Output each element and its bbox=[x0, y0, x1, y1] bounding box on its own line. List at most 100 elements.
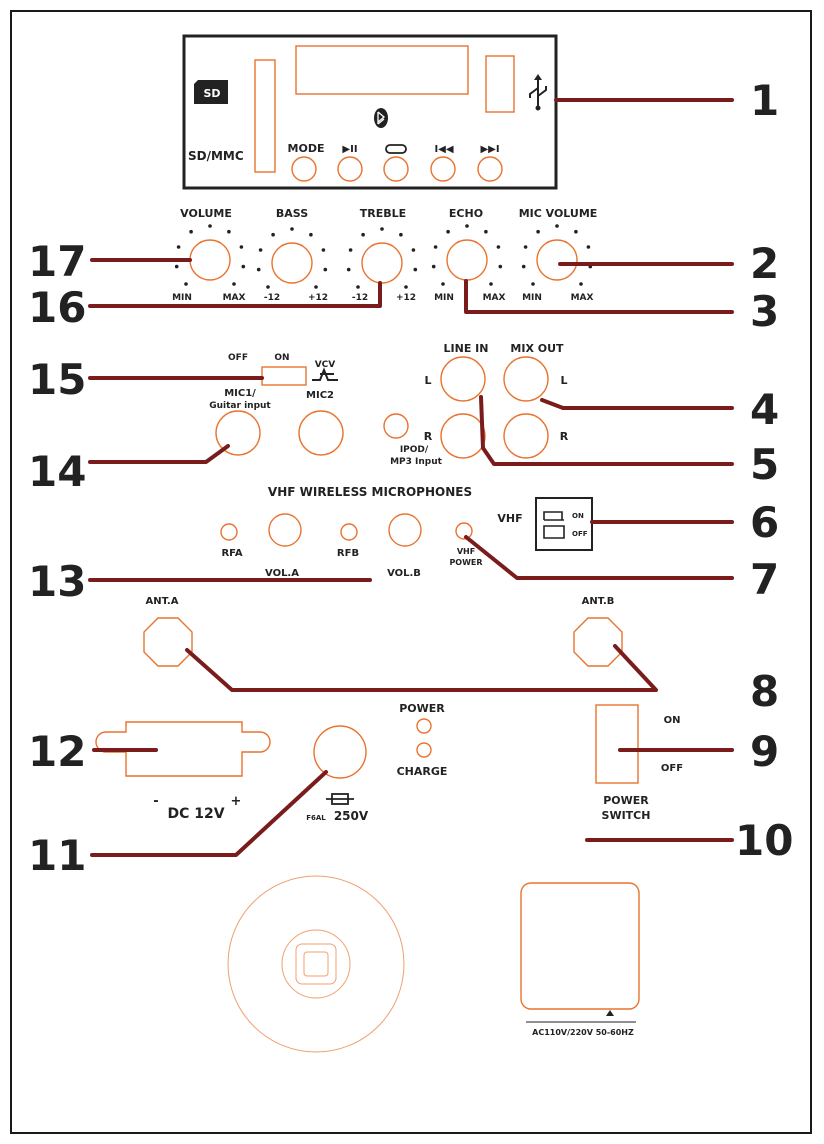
knob-scale-dot bbox=[404, 285, 408, 289]
sd-badge: SD bbox=[194, 80, 228, 104]
mix-out-r-jack[interactable] bbox=[503, 413, 549, 459]
ipod-label: IPOD/ bbox=[400, 445, 429, 455]
vhf-on-symbol-icon bbox=[543, 511, 564, 521]
ac-inlet[interactable] bbox=[520, 882, 640, 1010]
mix-out-r-label: R bbox=[560, 430, 569, 443]
power-switch-label-2: SWITCH bbox=[602, 809, 651, 822]
mode-button[interactable] bbox=[291, 156, 317, 182]
knob-scale-dot bbox=[232, 282, 236, 286]
vhf-switch-box[interactable] bbox=[535, 497, 593, 551]
volume-knob[interactable] bbox=[189, 239, 231, 281]
mic-volume-knob[interactable] bbox=[536, 239, 578, 281]
callout-11: 11 bbox=[28, 831, 86, 880]
ac-label: AC110V/220V 50-60HZ bbox=[532, 1028, 634, 1037]
ant-a-connector[interactable] bbox=[143, 617, 193, 667]
display-window bbox=[295, 45, 469, 95]
knob-scale-dot bbox=[446, 229, 450, 234]
power-switch-off-label: OFF bbox=[661, 763, 683, 774]
repeat-icon bbox=[385, 144, 407, 154]
line-in-r-label: R bbox=[424, 430, 433, 443]
vcv-switch[interactable] bbox=[261, 366, 307, 386]
knob-scale-dot bbox=[498, 264, 503, 269]
knob-scale-dot bbox=[380, 227, 384, 231]
knob-scale-dot bbox=[323, 267, 328, 272]
knob-scale-dot bbox=[241, 264, 246, 269]
vcv-off-label: OFF bbox=[228, 353, 248, 363]
ac-arrow-icon bbox=[606, 1010, 614, 1016]
ant-b-label: ANT.B bbox=[582, 596, 615, 607]
next-label: ▶▶I bbox=[480, 144, 499, 155]
speaker-dust-cap-inner bbox=[303, 951, 329, 977]
ipod-jack[interactable] bbox=[383, 413, 409, 439]
knob-scale-dot bbox=[174, 264, 179, 269]
mic-volume-label: MIC VOLUME bbox=[519, 207, 598, 220]
echo-min-label: MIN bbox=[434, 293, 454, 303]
ant-b-connector[interactable] bbox=[573, 617, 623, 667]
knob-scale-dot bbox=[256, 267, 261, 272]
line-in-l-label: L bbox=[424, 374, 431, 387]
speaker-dust-cap-outer bbox=[295, 943, 337, 985]
fuse-rating-small: F6AL bbox=[306, 814, 326, 822]
line-in-r-jack[interactable] bbox=[440, 413, 486, 459]
charge-led bbox=[416, 742, 432, 758]
callout-15: 15 bbox=[28, 355, 86, 404]
echo-knob[interactable] bbox=[446, 239, 488, 281]
callout-8: 8 bbox=[750, 667, 779, 716]
power-led-label: POWER bbox=[399, 702, 445, 715]
knob-scale-dot bbox=[290, 227, 294, 231]
treble-max-label: +12 bbox=[396, 293, 416, 303]
knob-scale-dot bbox=[321, 248, 326, 252]
line-in-label: LINE IN bbox=[444, 342, 489, 355]
power-switch[interactable] bbox=[595, 704, 639, 784]
knob-scale-dot bbox=[189, 229, 193, 234]
line-in-l-jack[interactable] bbox=[440, 356, 486, 402]
mic1-jack[interactable] bbox=[215, 410, 261, 456]
bass-knob[interactable] bbox=[271, 242, 313, 284]
speaker-cone bbox=[227, 875, 405, 1053]
mic2-label: MIC2 bbox=[306, 390, 334, 401]
next-button[interactable] bbox=[477, 156, 503, 182]
mic-volume-min-label: MIN bbox=[522, 293, 542, 303]
mic-volume-max-label: MAX bbox=[571, 293, 594, 303]
play-pause-button[interactable] bbox=[337, 156, 363, 182]
repeat-button[interactable] bbox=[383, 156, 409, 182]
rfb-indicator bbox=[340, 523, 358, 541]
ant-a-label: ANT.A bbox=[146, 596, 179, 607]
echo-label: ECHO bbox=[449, 207, 483, 220]
vcv-on-label: ON bbox=[274, 353, 289, 363]
mix-out-l-label: L bbox=[560, 374, 567, 387]
page-frame bbox=[10, 10, 812, 1134]
callout-3: 3 bbox=[750, 287, 779, 336]
power-led bbox=[416, 718, 432, 734]
knob-scale-dot bbox=[536, 229, 540, 234]
usb-icon bbox=[529, 74, 547, 111]
knob-scale-dot bbox=[465, 224, 469, 228]
charge-led-label: CHARGE bbox=[397, 765, 448, 778]
knob-scale-dot bbox=[555, 224, 559, 228]
knob-scale-dots bbox=[174, 224, 593, 289]
leader-lines bbox=[88, 98, 734, 857]
vcv-label: VCV bbox=[315, 360, 336, 370]
mic2-jack[interactable] bbox=[298, 410, 344, 456]
vol-b-knob[interactable] bbox=[388, 513, 422, 547]
mix-out-label: MIX OUT bbox=[510, 342, 564, 355]
vhf-on-label: ON bbox=[572, 512, 584, 520]
dc-12v-socket[interactable] bbox=[95, 721, 271, 777]
vhf-off-symbol-icon bbox=[543, 525, 565, 539]
vol-a-knob[interactable] bbox=[268, 513, 302, 547]
knob-scale-dot bbox=[521, 264, 526, 269]
treble-knob[interactable] bbox=[361, 242, 403, 284]
callout-16: 16 bbox=[28, 283, 86, 332]
knob-scale-dot bbox=[579, 282, 583, 286]
speaker-ring bbox=[281, 929, 351, 999]
mix-out-l-jack[interactable] bbox=[503, 356, 549, 402]
vol-a-label: VOL.A bbox=[265, 568, 299, 579]
knob-scale-dot bbox=[531, 282, 535, 286]
rfb-label: RFB bbox=[337, 548, 359, 559]
knob-scale-dot bbox=[184, 282, 188, 286]
fuse-holder[interactable] bbox=[313, 725, 367, 779]
knob-scale-dot bbox=[413, 267, 418, 272]
prev-label: I◀◀ bbox=[434, 144, 453, 155]
knob-scale-dot bbox=[271, 232, 275, 237]
prev-button[interactable] bbox=[430, 156, 456, 182]
